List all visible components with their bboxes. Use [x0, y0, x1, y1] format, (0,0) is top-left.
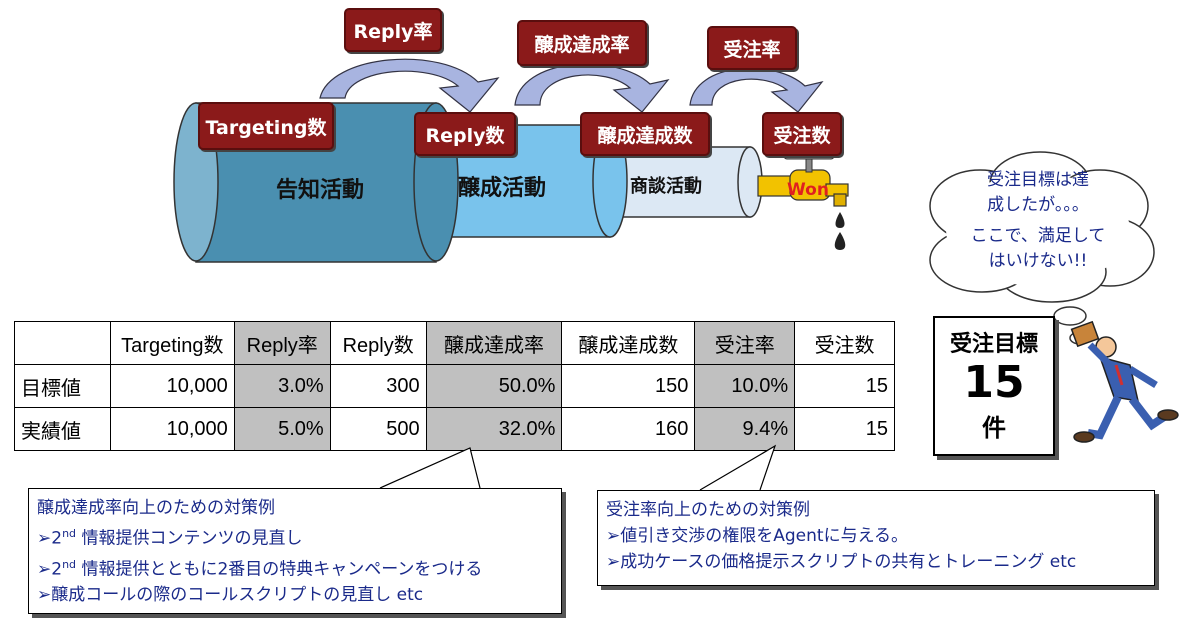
header-cell: Targeting数 — [109, 321, 235, 365]
table-cell: 15 — [794, 364, 895, 408]
header-cell: 醸成達成数 — [561, 321, 696, 365]
table-row: 実績値 10,000 5.0% 500 32.0% 160 9.4% 15 — [14, 407, 895, 451]
list-item: ➢値引き交渉の権限をAgentに与える。 — [606, 526, 909, 546]
target-unit: 件 — [982, 414, 1006, 442]
label-order-count: 受注数 — [762, 112, 842, 156]
table-cell: 300 — [329, 364, 427, 408]
table-cell: 50.0% — [425, 364, 563, 408]
list-item: ➢2nd 情報提供コンテンツの見直し — [37, 527, 303, 549]
header-cell: 受注率 — [694, 321, 796, 365]
label-reply-count: Reply数 — [414, 112, 516, 156]
order-target-box: 受注目標 15 件 — [933, 316, 1055, 456]
arrow-nurture-rate — [514, 63, 670, 113]
thought-line-1: 受注目標は達 — [987, 170, 1089, 190]
table-cell: 160 — [561, 407, 696, 451]
running-man-illustration — [1070, 320, 1179, 443]
callout-title: 醸成達成率向上のための対策例 — [37, 498, 275, 518]
table-cell: 5.0% — [233, 407, 331, 451]
kpi-table: Targeting数 Reply率 Reply数 醸成達成率 醸成達成数 受注率… — [14, 321, 895, 451]
header-cell: 受注数 — [794, 321, 895, 365]
target-title: 受注目標 — [949, 332, 1038, 357]
label-reply-rate: Reply率 — [344, 8, 442, 52]
list-item: ➢2nd 情報提供とともに2番目の特典キャンペーンをつける — [37, 557, 483, 580]
label-order-rate: 受注率 — [707, 26, 797, 70]
callout-nurture-measures: 醸成達成率向上のための対策例 ➢2nd 情報提供コンテンツの見直し ➢2nd 情… — [28, 488, 562, 614]
list-item: ➢醸成コールの際のコールスクリプトの見直し etc — [37, 585, 424, 606]
stage-awareness: 告知活動 — [276, 178, 365, 203]
header-cell: Reply数 — [329, 321, 427, 365]
table-cell: 10,000 — [109, 364, 235, 408]
callout-title: 受注率向上のための対策例 — [606, 500, 810, 520]
table-cell: 9.4% — [694, 407, 796, 451]
water-drop-icon — [834, 212, 846, 250]
table-cell: 32.0% — [425, 407, 563, 451]
thought-line-2: 成したが。。。 — [987, 195, 1089, 215]
arrow-reply-rate — [319, 58, 500, 113]
table-cell: 150 — [561, 364, 696, 408]
stage-negotiation: 商談活動 — [630, 176, 702, 197]
header-cell: 醸成達成率 — [425, 321, 563, 365]
thought-line-3: ここで、満足して — [970, 226, 1106, 246]
table-header-row: Targeting数 Reply率 Reply数 醸成達成率 醸成達成数 受注率… — [14, 321, 895, 365]
thought-bubble — [929, 151, 1155, 345]
header-cell — [14, 321, 111, 365]
table-cell: 10,000 — [109, 407, 235, 451]
target-value: 15 — [963, 357, 1025, 408]
list-item: ➢成功ケースの価格提示スクリプトの共有とトレーニング etc — [606, 552, 1077, 572]
faucet-label: Won — [787, 180, 829, 200]
table-cell: 15 — [794, 407, 895, 451]
callout-pointers — [379, 444, 777, 491]
arrow-order-rate — [689, 67, 824, 113]
table-row: 目標値 10,000 3.0% 300 50.0% 150 10.0% 15 — [14, 364, 895, 408]
header-cell: Reply率 — [233, 321, 331, 365]
label-targeting-count: Targeting数 — [198, 102, 334, 150]
row-label: 目標値 — [14, 364, 111, 408]
thought-text: 受注目標は達 成したが。。。 ここで、満足して はいけない!! — [948, 168, 1128, 274]
label-nurture-rate: 醸成達成率 — [517, 20, 647, 66]
table-cell: 500 — [329, 407, 427, 451]
table-cell: 3.0% — [233, 364, 331, 408]
thought-line-4: はいけない!! — [988, 251, 1088, 271]
callout-order-measures: 受注率向上のための対策例 ➢値引き交渉の権限をAgentに与える。 ➢成功ケース… — [597, 490, 1155, 586]
label-nurture-count: 醸成達成数 — [580, 112, 710, 156]
stage-nurture: 醸成活動 — [458, 176, 547, 201]
table-cell: 10.0% — [694, 364, 796, 408]
